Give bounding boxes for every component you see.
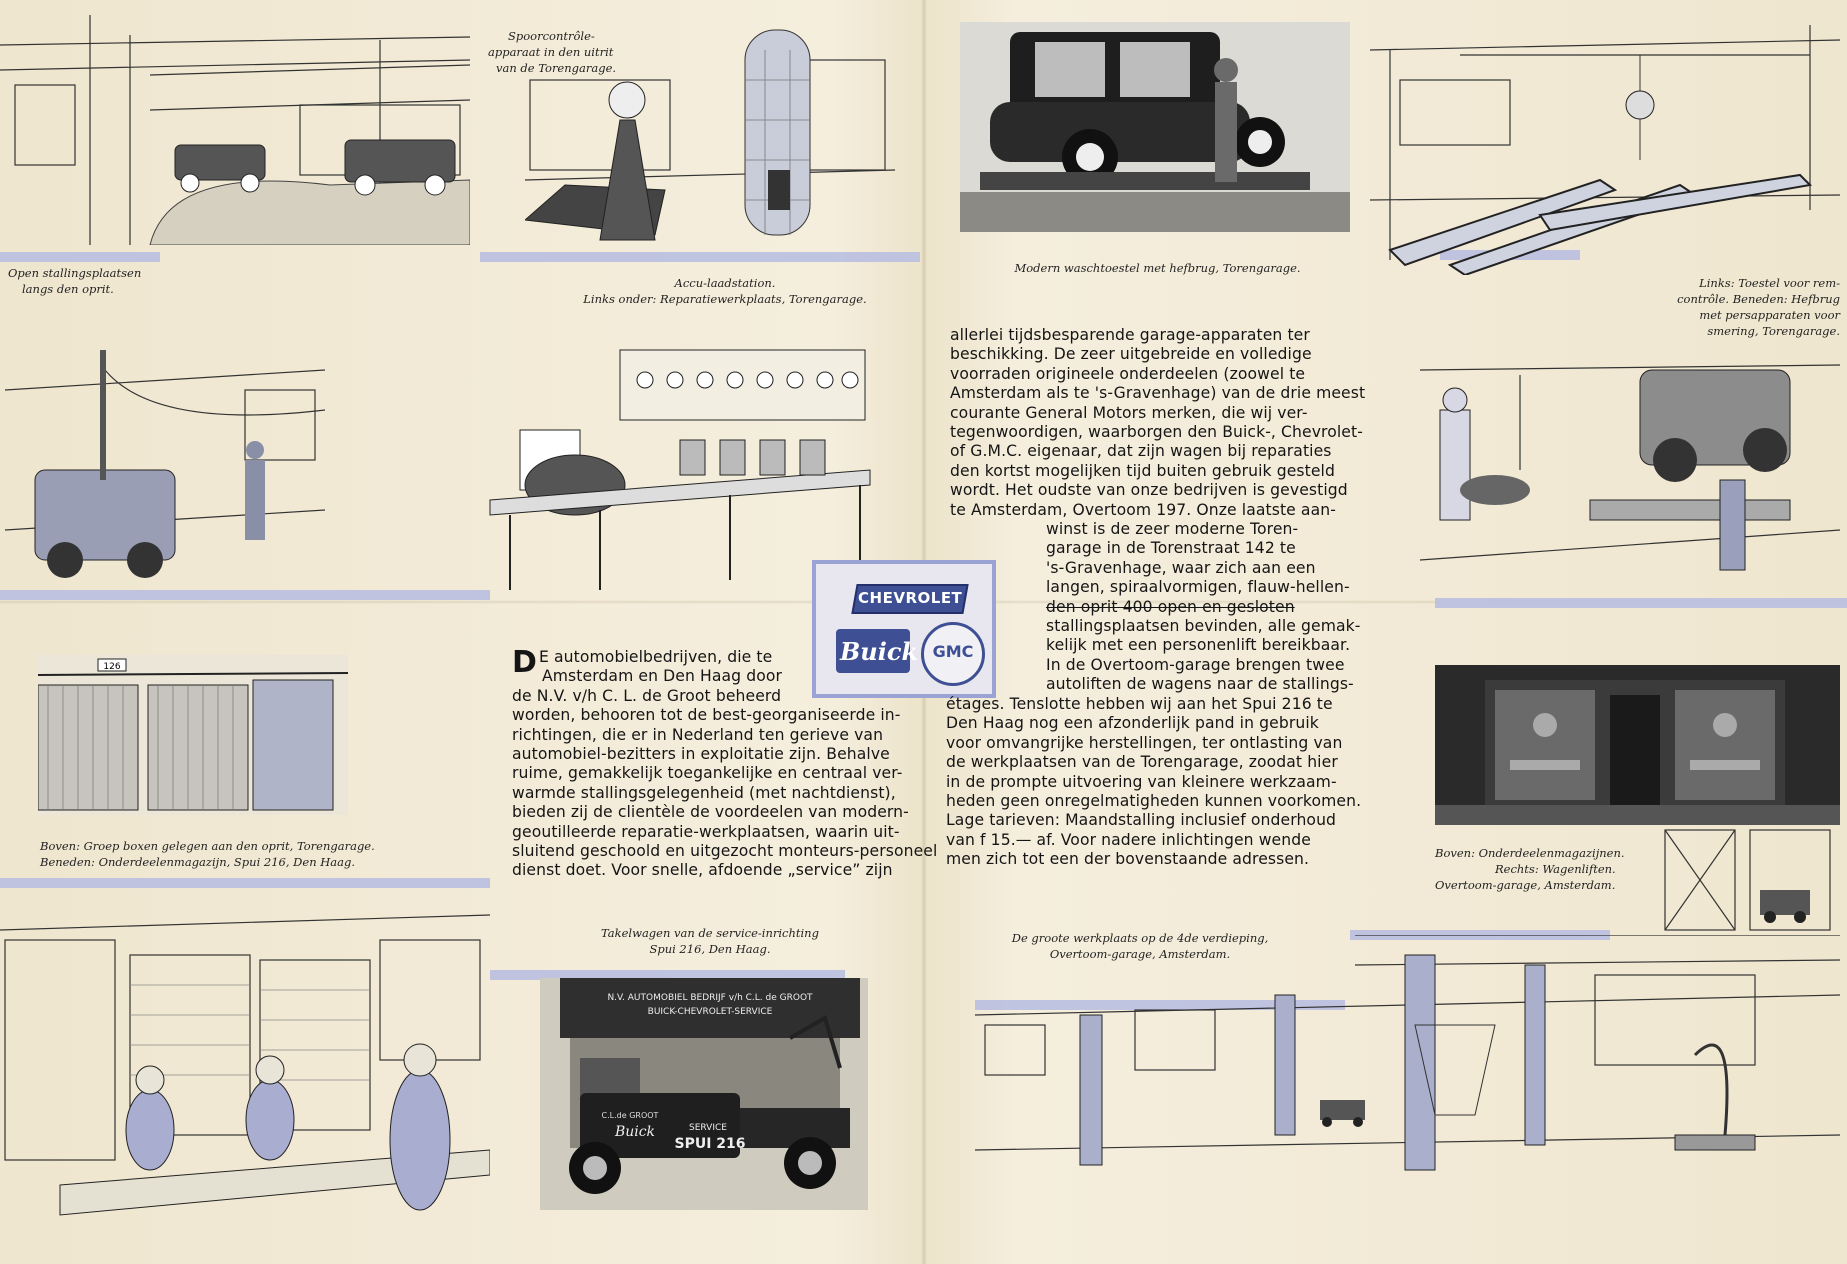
band <box>0 590 490 600</box>
gmc-logo: GMC <box>921 622 985 686</box>
truck-service-text: SERVICE <box>689 1123 727 1133</box>
photo-takelwagen: N.V. AUTOMOBIEL BEDRIJF v/h C.L. de GROO… <box>540 978 868 1210</box>
illustration-wagenliften <box>1660 825 1835 935</box>
body-text-bottom: étages. Tenslotte hebben wij aan het Spu… <box>946 695 1362 869</box>
buick-logo: Buick <box>836 629 918 673</box>
dropcap: D <box>512 645 538 680</box>
body-text-top: allerlei tijdsbesparende garage-apparate… <box>950 326 1366 519</box>
photo-onderdeelenmagazijnen <box>1435 665 1840 825</box>
truck-door-text: C.L.de GROOT <box>602 1111 659 1120</box>
illustration-remcontrole <box>1370 10 1840 275</box>
band <box>0 252 160 262</box>
body-text-indent: winst is de zeer moderne Toren- garage i… <box>1046 520 1361 694</box>
illustration-accu-laadstation <box>480 340 880 595</box>
illustration-garage-ramp <box>0 15 470 245</box>
chevrolet-logo: CHEVROLET <box>851 584 969 614</box>
band <box>0 878 490 888</box>
caption-remcontrole: Links: Toestel voor rem- contrôle. Bened… <box>1677 276 1840 338</box>
band <box>490 970 845 980</box>
illustration-boxen: 126 <box>38 655 348 815</box>
illustration-magazijn-spui <box>0 900 490 1250</box>
caption-boxen: Boven: Groep boxen gelegen aan den oprit… <box>40 839 375 869</box>
caption-open-stalling: Open stallingsplaatsen langs den oprit. <box>8 266 142 296</box>
illustration-groote-werkplaats <box>975 935 1840 1185</box>
truck-address-text: SPUI 216 <box>674 1136 745 1152</box>
caption-werkplaats: De groote werkplaats op de 4de verdiepin… <box>1011 931 1269 961</box>
illustration-reparatiewerkplaats <box>5 350 325 590</box>
garage-sign-1: N.V. AUTOMOBIEL BEDRIJF v/h C.L. de GROO… <box>607 993 813 1003</box>
caption-spoorcontrole: Spoorcontrôle- apparaat in den uitrit va… <box>488 29 617 75</box>
box-number: 126 <box>103 662 120 672</box>
band <box>975 1000 1345 1010</box>
caption-takelwagen: Takelwagen van de service-inrichting Spu… <box>601 926 819 956</box>
illustration-spoorcontrole <box>525 20 895 260</box>
caption-accu: Accu-laadstation. Links onder: Reparatie… <box>583 276 867 306</box>
truck-buick-text: Buick <box>614 1124 655 1140</box>
caption-waschtoestel: Modern waschtoestel met hefbrug, Torenga… <box>1014 261 1301 275</box>
brand-logo-panel: CHEVROLET Buick GMC <box>812 560 996 698</box>
illustration-hefbrug <box>1420 350 1840 595</box>
caption-onderdeelen: Boven: Onderdeelenmagazijnen. Rechts: Wa… <box>1435 846 1625 892</box>
band <box>480 252 920 262</box>
band <box>1435 598 1847 608</box>
garage-sign-2: BUICK-CHEVROLET-SERVICE <box>648 1007 773 1017</box>
photo-waschtoestel <box>960 22 1350 232</box>
